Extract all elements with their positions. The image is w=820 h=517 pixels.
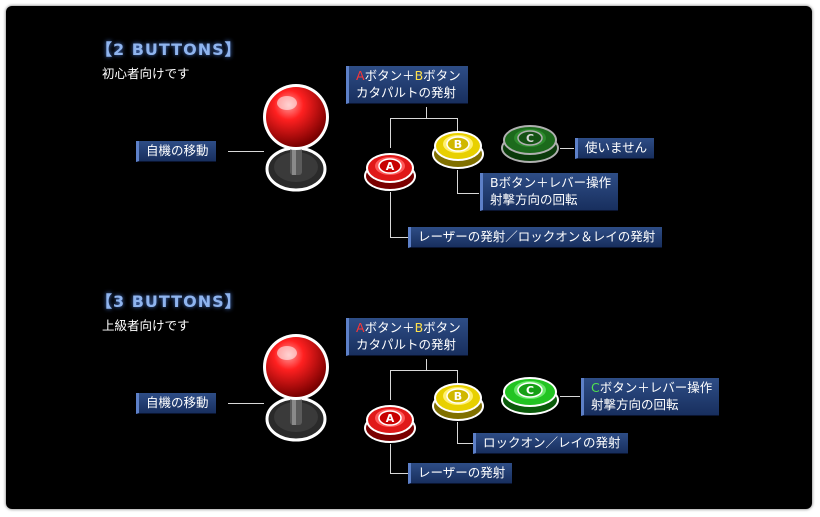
b-label-line2: 射撃方向の回転	[490, 191, 611, 208]
stick-label: 自機の移動	[136, 393, 216, 414]
connector-line	[390, 118, 458, 119]
a-button-letter: A	[386, 412, 395, 425]
c-button-icon[interactable]: C	[499, 371, 561, 417]
a-button-letter: A	[386, 160, 395, 173]
a-button-label: レーザーの発射	[408, 463, 512, 484]
a-key-text: A	[356, 320, 365, 335]
section-title: 【2 BUTTONS】	[96, 36, 242, 60]
ab-text-2: ボタン	[423, 68, 461, 83]
b-button-label: Bボタン＋レバー操作 射撃方向の回転	[480, 173, 618, 211]
b-button-icon[interactable]: B	[430, 126, 486, 170]
connector-line	[390, 237, 408, 238]
c-label-line1: ボタン＋レバー操作	[600, 380, 713, 395]
c-label-line2: 射撃方向の回転	[591, 396, 712, 413]
controls-panel: 【2 BUTTONS】 初心者向けです 自機の移動 Aボタン＋Bボタン	[6, 6, 812, 509]
b-key-text: B	[415, 320, 424, 335]
ab-combo-label: Aボタン＋Bボタン カタパルトの発射	[346, 318, 468, 356]
connector-line	[457, 193, 479, 194]
joystick-icon	[261, 81, 331, 196]
connector-line	[390, 444, 391, 474]
a-key-text: A	[356, 68, 365, 83]
c-button-letter: C	[526, 132, 534, 145]
a-button-icon[interactable]: A	[362, 400, 418, 444]
section-title: 【3 BUTTONS】	[96, 288, 242, 312]
b-button-letter: B	[454, 390, 462, 403]
connector-line	[457, 422, 458, 444]
ab-text-2: ボタン	[423, 320, 461, 335]
section-subtitle: 上級者向けです	[102, 315, 190, 334]
b-button-label: ロックオン／レイの発射	[473, 433, 628, 454]
b-button-letter: B	[454, 138, 462, 151]
connector-line	[228, 151, 264, 152]
three-buttons-section: 【3 BUTTONS】 上級者向けです 自機の移動 Aボタン＋Bボタン	[6, 258, 812, 508]
c-button-label: 使いません	[575, 138, 654, 159]
two-buttons-section: 【2 BUTTONS】 初心者向けです 自機の移動 Aボタン＋Bボタン	[6, 6, 812, 256]
connector-line	[390, 370, 458, 371]
c-key-text: C	[591, 380, 600, 395]
connector-line	[390, 118, 391, 148]
b-label-line1: Bボタン＋レバー操作	[490, 174, 611, 191]
connector-line	[390, 473, 408, 474]
connector-line	[560, 148, 574, 149]
connector-line	[457, 170, 458, 193]
b-key-text: B	[415, 68, 424, 83]
a-button-icon[interactable]: A	[362, 148, 418, 192]
ab-combo-desc: カタパルトの発射	[356, 84, 461, 101]
connector-line	[228, 403, 264, 404]
joystick-icon	[261, 331, 331, 446]
ab-text-1: ボタン＋	[365, 320, 415, 335]
section-subtitle: 初心者向けです	[102, 63, 190, 82]
b-button-icon[interactable]: B	[430, 378, 486, 422]
connector-line	[560, 396, 580, 397]
c-button-letter: C	[526, 384, 534, 397]
connector-line	[390, 192, 391, 238]
ab-combo-desc: カタパルトの発射	[356, 336, 461, 353]
a-button-label: レーザーの発射／ロックオン＆レイの発射	[408, 227, 662, 248]
c-button-icon: C	[499, 119, 561, 165]
c-button-label: Cボタン＋レバー操作 射撃方向の回転	[581, 378, 719, 416]
connector-line	[457, 443, 473, 444]
stick-label: 自機の移動	[136, 141, 216, 162]
ab-text-1: ボタン＋	[365, 68, 415, 83]
ab-combo-label: Aボタン＋Bボタン カタパルトの発射	[346, 66, 468, 104]
connector-line	[390, 370, 391, 400]
